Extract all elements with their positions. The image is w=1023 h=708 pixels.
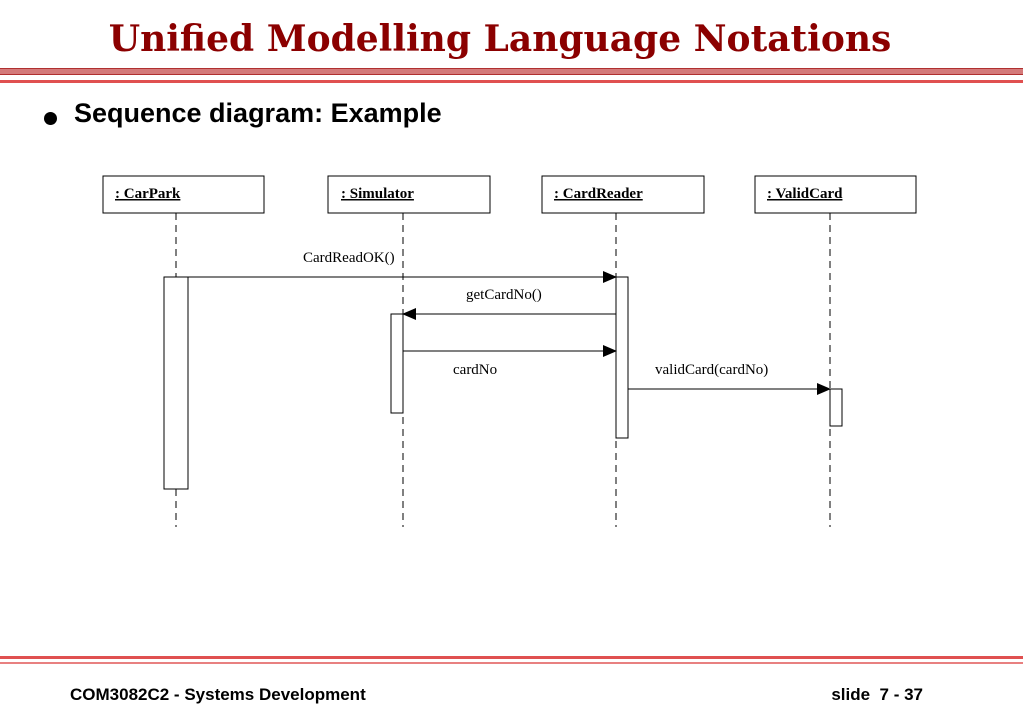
object-label-cardreader: : CardReader [554,186,643,202]
message-label-validcard: validCard(cardNo) [655,362,768,378]
object-box-carpark [102,175,265,214]
activation-cardreader [615,276,629,439]
object-label-validcard: : ValidCard [767,186,843,202]
message-label-cardno: cardNo [453,362,497,378]
bullet-text: Sequence diagram: Example [74,98,442,128]
header-rule-accent [0,80,1023,83]
object-box-validcard [754,175,917,214]
footer-course: COM3082C2 - Systems Development [70,685,366,704]
activation-simulator [390,313,404,414]
header-rule [0,68,1023,75]
activation-validcard [829,388,843,427]
slide-title: Unified Modelling Language Notations [108,18,892,60]
object-label-carpark: : CarPark [115,186,181,202]
bullet-icon [44,112,57,125]
activation-carpark [163,276,189,490]
footer-slide-number: slide 7 - 37 [831,685,923,704]
object-label-simulator: : Simulator [341,186,414,202]
footer-rule [0,656,1023,659]
message-label-getcardno: getCardNo() [466,287,542,303]
object-box-cardreader [541,175,705,214]
message-label-cardreadok: CardReadOK() [303,250,395,266]
object-box-simulator [327,175,491,214]
footer-rule-accent [0,662,1023,664]
